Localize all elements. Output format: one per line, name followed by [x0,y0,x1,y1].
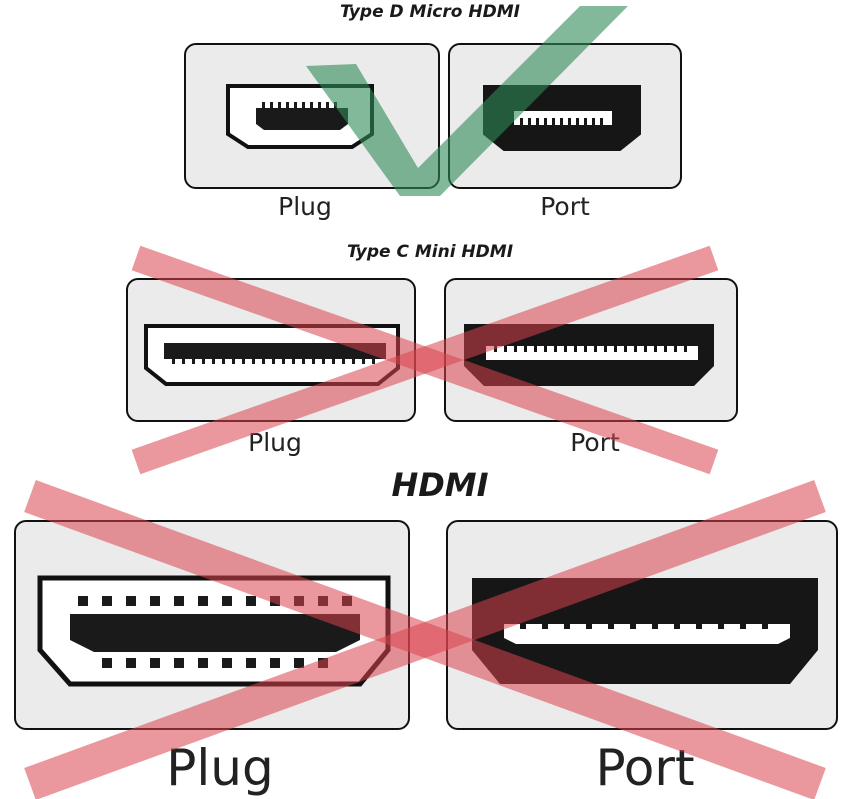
micro-hdmi-plug-label: Plug [278,192,332,221]
hdmi-port-icon [472,578,818,684]
hdmi-plug-label: Plug [166,739,274,797]
hdmi-port-label: Port [595,739,695,797]
micro-hdmi-port-label: Port [540,192,590,221]
hdmi-plug-icon [37,575,391,687]
